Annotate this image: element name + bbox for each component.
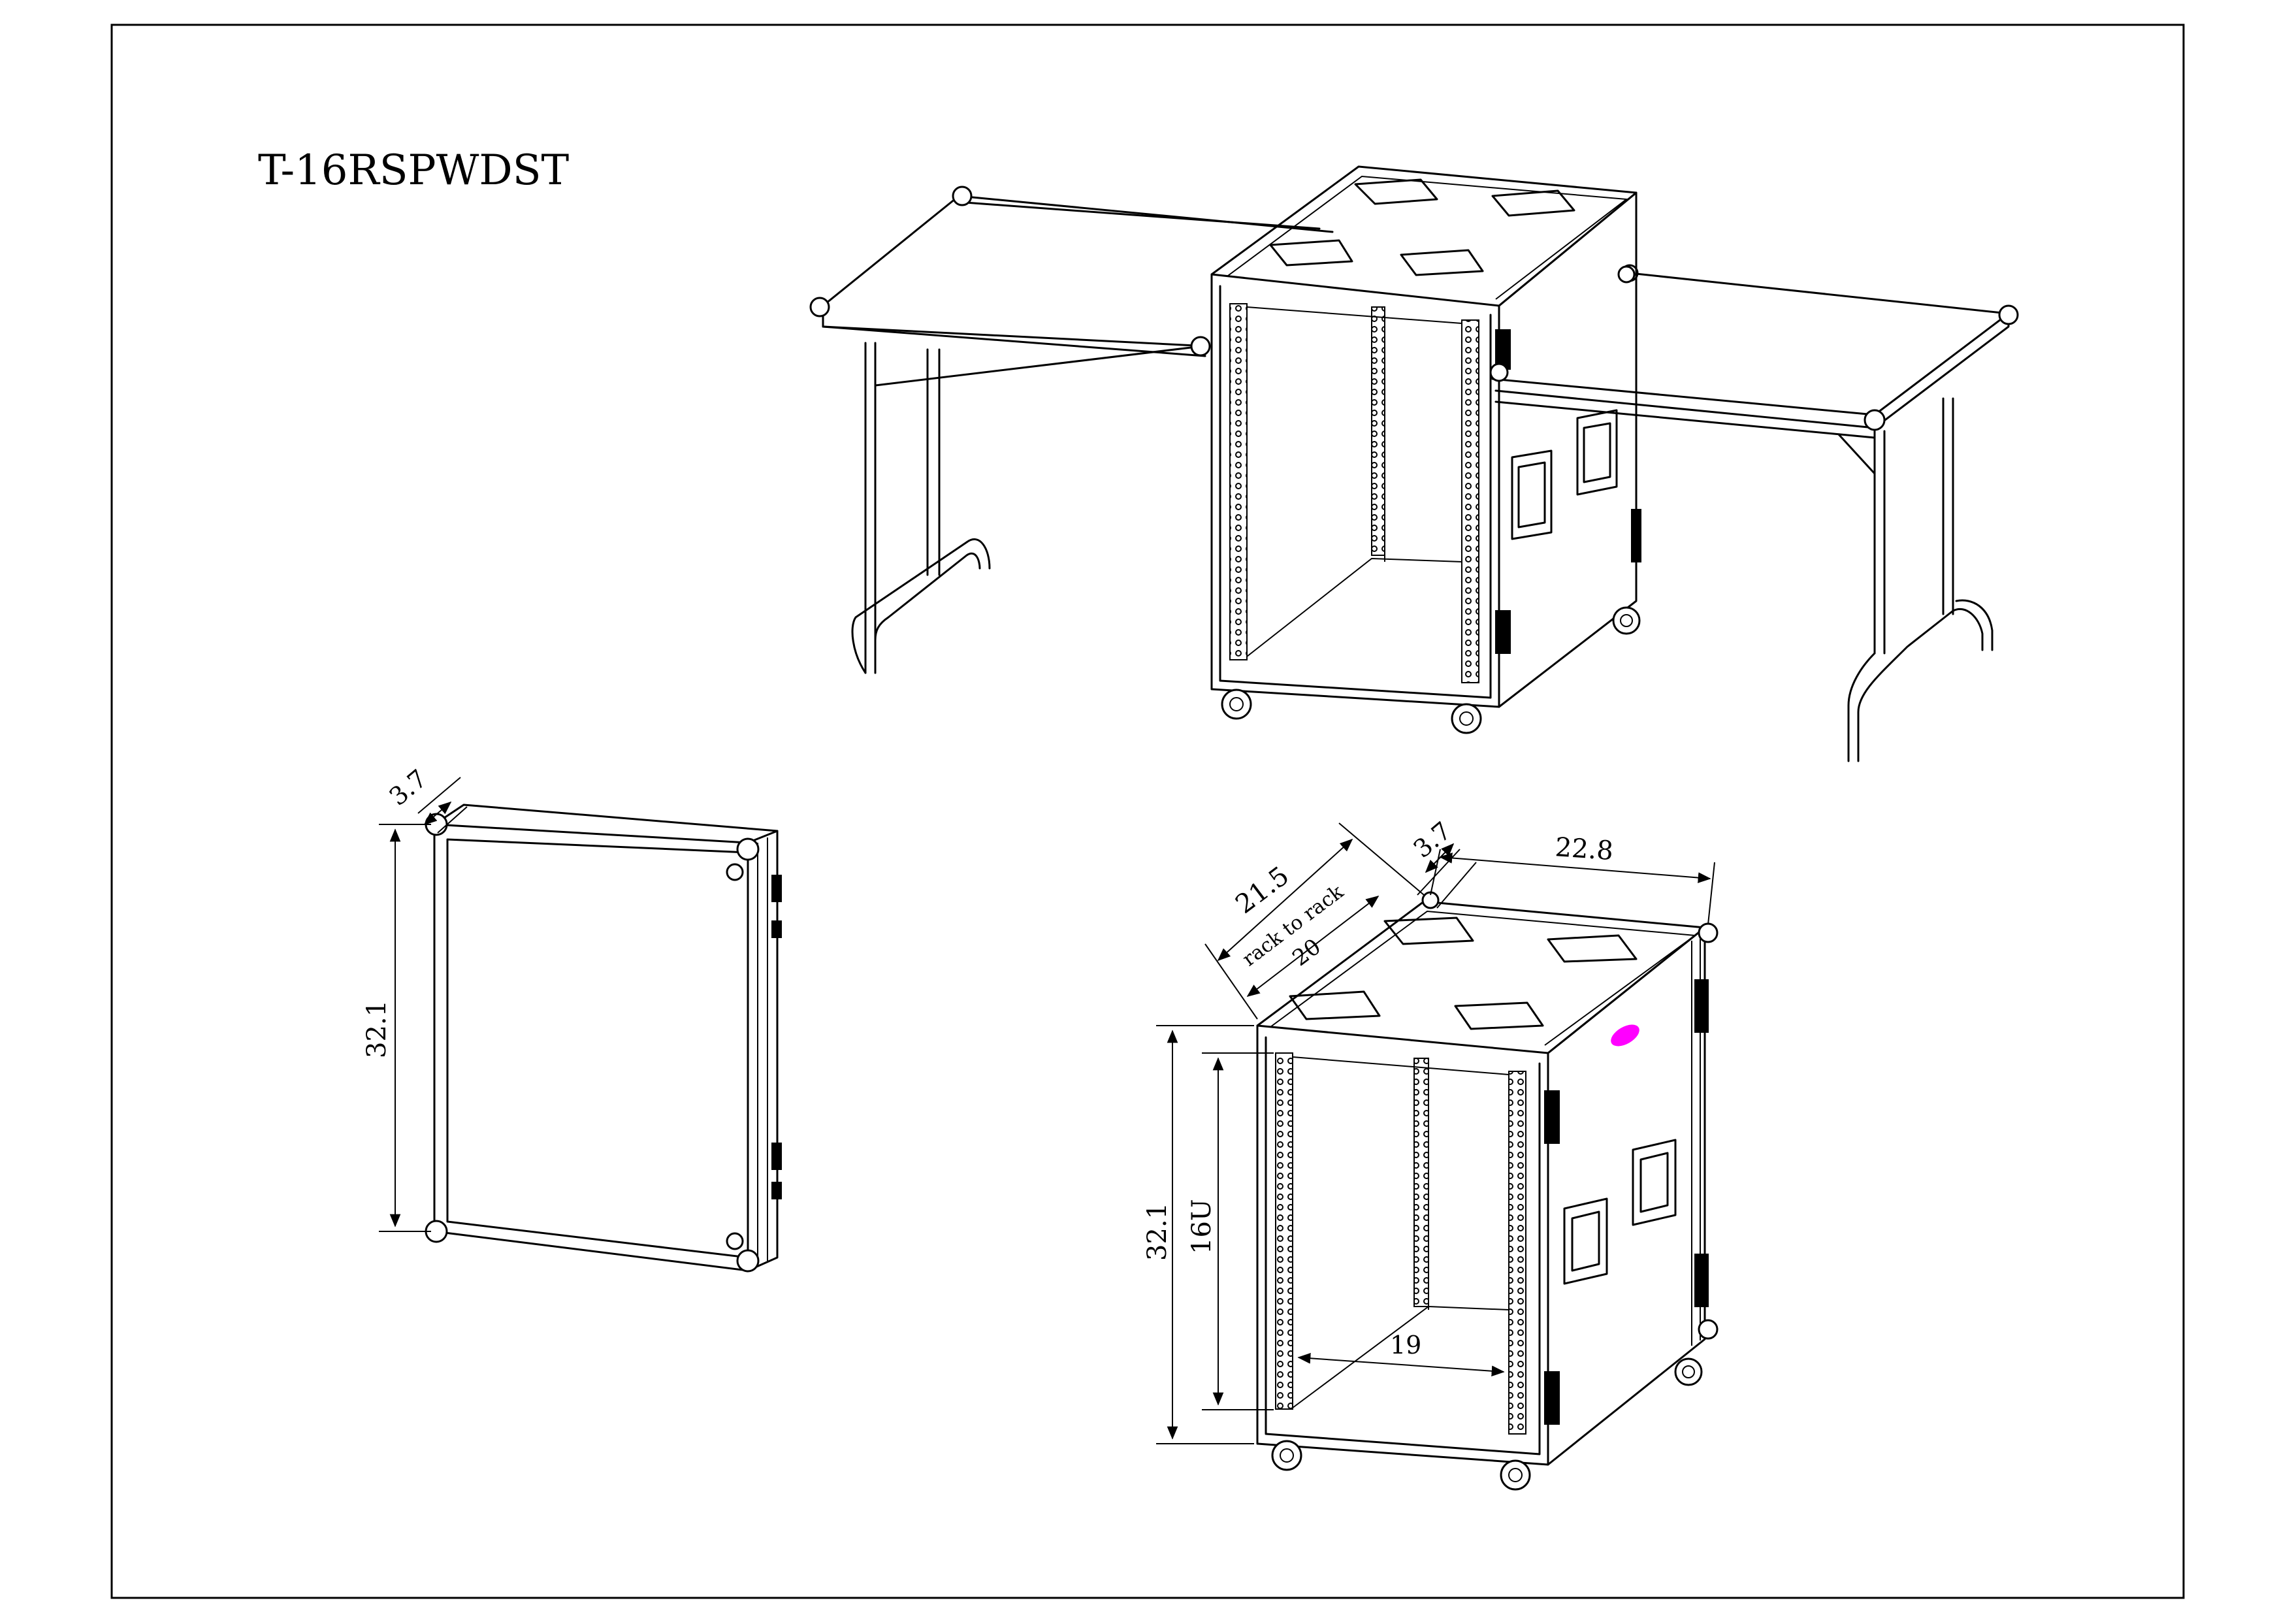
rack-case-top	[1210, 165, 1641, 734]
lid-depth-dimension-case: 3.7	[1408, 816, 1457, 864]
case-width-dimension: 22.8	[1554, 832, 1614, 866]
rack-width-dimension: 19	[1390, 1331, 1421, 1359]
case-height-dimension: 32.1	[1142, 1203, 1172, 1261]
drawing-frame	[110, 24, 2185, 1599]
model-code: T-16RSPWDST	[258, 146, 570, 195]
magenta-marker	[1611, 1024, 1639, 1047]
left-table	[809, 186, 1334, 674]
lid-height-dimension: 32.1	[362, 1000, 392, 1058]
case-dimension-view: 32.1 16U 19 21.5 rack to rack 20 3.7 22.…	[1142, 816, 1719, 1491]
rack-units-dimension: 16U	[1187, 1199, 1217, 1254]
lid-depth-dimension: 3.7	[384, 764, 433, 811]
lid-view: 32.1 3.7	[362, 764, 782, 1273]
case-with-tables-view	[809, 165, 2019, 762]
rack-depth-dimension: 21.5	[1230, 861, 1295, 920]
right-table	[1491, 264, 2019, 762]
